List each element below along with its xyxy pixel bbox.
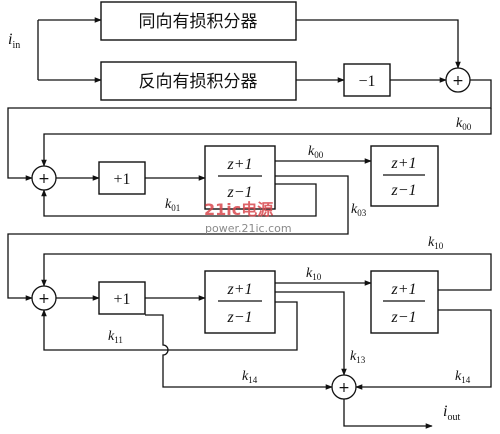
transfer-numerator: z+1 [226,156,252,173]
plus-one-block-2 [98,281,146,315]
gain-k00-label-b: k00 [456,116,472,132]
forward-lossy-integrator-block [100,1,297,41]
watermark-url: power.21ic.com [205,222,292,235]
plus-one-label: +1 [113,291,130,308]
gain-k13-label: k13 [350,349,366,365]
feed-k13-line [275,291,347,376]
gain-k14-label-b: k14 [455,369,471,385]
gain-k14-label-a: k14 [242,369,258,385]
gain-k00-label-a: k00 [308,144,324,160]
summing-symbol: + [38,171,50,187]
output-signal-label: iout [443,403,460,423]
resonator-block-1b [370,145,439,207]
input-signal-label: iin [8,31,20,51]
resonator-stage-1: + +1 z+1 z−1 k00 z+1 z−1 k00 k01 k03 [7,108,492,301]
transfer-numerator: z+1 [390,281,416,298]
feedback-k10-line [41,253,492,291]
feedback-k01-line [41,183,317,217]
transfer-denominator: z−1 [390,182,416,199]
feedback-k00-line [41,108,492,167]
summing-symbol: + [38,291,50,307]
transfer-denominator: z−1 [226,184,252,201]
transfer-denominator: z−1 [390,309,416,326]
watermark-brand: 21ic电源 [204,200,273,219]
integrator-stage: iin 同向有损积分器 反向有损积分器 −1 + [7,1,492,181]
reverse-lossy-integrator-block [100,61,297,101]
forward-integrator-label: 同向有损积分器 [139,12,258,32]
wire-sum1-to-stage1 [7,79,492,181]
watermark: 21ic电源 power.21ic.com [204,200,292,235]
output-line [343,399,433,429]
plus-one-label: +1 [113,171,130,188]
summing-symbol: + [338,380,350,396]
gain-k11-label: k11 [108,329,123,345]
feed-k03-line [7,175,349,301]
transfer-denominator: z−1 [226,309,252,326]
reverse-integrator-label: 反向有损积分器 [139,72,258,92]
gain-k10-label-b: k10 [428,235,444,251]
gain-k01-label: k01 [165,197,180,213]
resonator-stage-2: + +1 z+1 z−1 k10 z+1 z−1 k10 k11 k13 k14… [31,235,492,429]
plus-one-block-1 [98,161,146,195]
resonator-block-2a [204,270,276,334]
transfer-numerator: z+1 [226,281,252,298]
wire-forward-to-sum [296,19,461,69]
feed-k14-right-line [355,309,492,390]
feedback-k11-line [41,301,298,351]
negate-label: −1 [358,73,375,90]
gain-k10-label-a: k10 [306,266,322,282]
transfer-numerator: z+1 [390,155,416,172]
resonator-block-1a [204,145,276,210]
summing-symbol: + [452,73,464,89]
gain-k03-label: k03 [351,202,367,218]
feed-k14-left-line [145,314,333,390]
resonator-block-2b [370,270,439,334]
